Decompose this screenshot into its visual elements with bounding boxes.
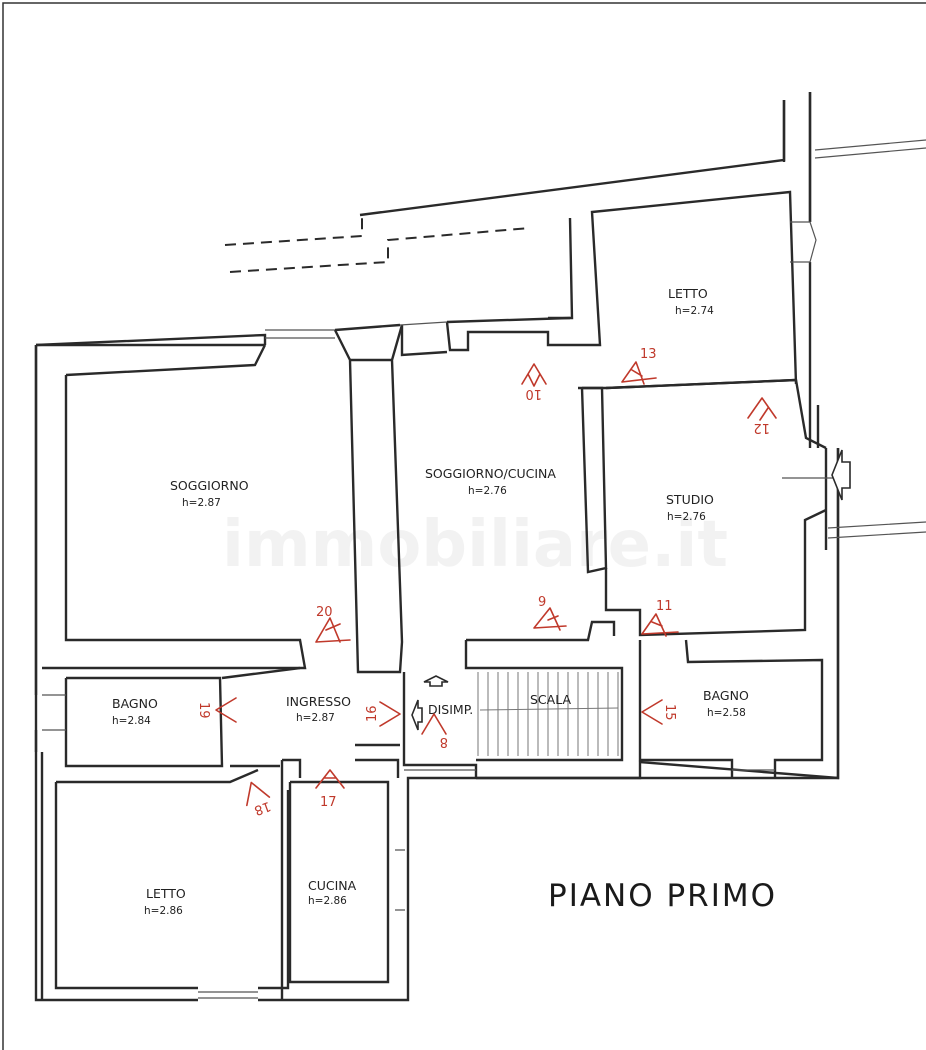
room-soggiorno-name: SOGGIORNO: [170, 478, 249, 493]
photo-marker-17: 17: [315, 769, 345, 810]
photo-marker-10: 10: [521, 363, 547, 401]
photo-marker-8: 8: [421, 713, 448, 749]
room-bagno-left-name: BAGNO: [112, 696, 158, 711]
room-soggiorno-cucina-name: SOGGIORNO/CUCINA: [425, 466, 556, 481]
room-letto-bottom-name: LETTO: [146, 886, 186, 901]
stairs: [477, 672, 619, 756]
dashed-outline: [224, 215, 363, 246]
svg-text:17: 17: [320, 795, 337, 810]
room-cucina-name: CUCINA: [308, 878, 357, 893]
svg-text:16: 16: [365, 705, 380, 722]
photo-marker-9: 9: [533, 595, 567, 631]
room-letto-top-name: LETTO: [668, 286, 708, 301]
svg-text:10: 10: [525, 386, 542, 401]
svg-text:8: 8: [440, 734, 448, 749]
watermark: immobiliare.it: [222, 508, 728, 582]
photo-marker-20: 20: [315, 605, 351, 643]
room-soggiorno-cucina-height: h=2.76: [468, 485, 507, 497]
photo-marker-13: 13: [621, 347, 657, 385]
arrow-left-icon: [411, 699, 423, 731]
room-scala-name: SCALA: [530, 692, 571, 707]
photo-marker-12: 12: [747, 397, 777, 435]
photo-marker-11: 11: [641, 599, 679, 637]
room-ingresso-height: h=2.87: [296, 712, 335, 724]
svg-text:18: 18: [252, 798, 273, 818]
dashed-outline-2: [229, 227, 531, 273]
room-letto-bottom-height: h=2.86: [144, 905, 183, 917]
room-studio-name: STUDIO: [666, 492, 714, 507]
photo-marker-16: 16: [365, 701, 401, 727]
arrow-up-icon: [423, 675, 449, 687]
right-wall-lines: [782, 139, 926, 539]
room-cucina-height: h=2.86: [308, 895, 347, 907]
room-bagno-left-height: h=2.84: [112, 715, 151, 727]
photo-marker-15: 15: [641, 699, 677, 725]
room-soggiorno-height: h=2.87: [182, 497, 221, 509]
walls: [34, 92, 840, 1002]
svg-text:20: 20: [316, 605, 333, 620]
svg-text:15: 15: [662, 704, 677, 721]
svg-text:9: 9: [538, 595, 546, 610]
photo-markers: 10 13 12 9 11 20 19 16: [196, 347, 777, 818]
room-bagno-right-name: BAGNO: [703, 688, 749, 703]
photo-marker-19: 19: [196, 697, 237, 723]
svg-text:19: 19: [196, 702, 211, 719]
svg-text:11: 11: [656, 599, 673, 614]
svg-text:13: 13: [640, 347, 657, 362]
room-disimp-name: DISIMP.: [428, 702, 473, 717]
floor-title: PIANO PRIMO: [548, 878, 777, 914]
photo-marker-18: 18: [246, 781, 273, 818]
room-labels: SOGGIORNO h=2.87 SOGGIORNO/CUCINA h=2.76…: [112, 286, 749, 917]
arrow-entry-icon: [831, 449, 851, 501]
room-ingresso-name: INGRESSO: [286, 694, 351, 709]
room-letto-top-height: h=2.74: [675, 305, 714, 317]
room-bagno-right-height: h=2.58: [707, 707, 746, 719]
svg-text:12: 12: [753, 420, 770, 435]
room-studio-height: h=2.76: [667, 511, 706, 523]
